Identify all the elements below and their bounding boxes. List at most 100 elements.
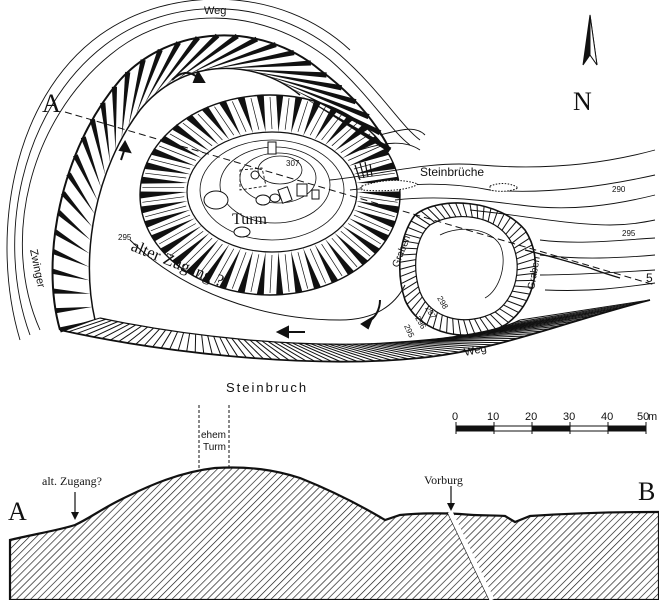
hachure-mark bbox=[237, 96, 254, 134]
hachure-mark bbox=[501, 217, 511, 231]
southern-hachures bbox=[59, 299, 651, 363]
hachure-mark bbox=[516, 272, 536, 276]
hachure-mark bbox=[143, 41, 181, 106]
hachure-mark bbox=[93, 322, 124, 338]
hachure-mark bbox=[80, 136, 102, 189]
hachure-mark bbox=[342, 135, 380, 159]
elev-295-right-label: 295 bbox=[622, 229, 636, 238]
hachure-mark bbox=[389, 342, 469, 352]
hachure-mark bbox=[492, 210, 499, 225]
hachure-mark bbox=[150, 214, 191, 232]
hachure-mark bbox=[265, 75, 357, 105]
hachure-mark bbox=[425, 337, 519, 341]
hachure-mark bbox=[353, 162, 395, 175]
hachure-mark bbox=[321, 113, 343, 141]
hachure-mark bbox=[199, 42, 277, 72]
scale-tick-10: 10 bbox=[487, 411, 499, 423]
elev-290-label: 290 bbox=[612, 185, 626, 194]
hachure-mark bbox=[508, 225, 523, 239]
hachure-mark bbox=[237, 338, 256, 359]
hachure-mark bbox=[145, 172, 187, 179]
hachure-mark bbox=[321, 243, 343, 277]
hachure-mark bbox=[415, 301, 426, 317]
hachure-mark bbox=[508, 303, 634, 326]
vorburg-ring-inner bbox=[415, 216, 518, 321]
vorburg-ring-outer bbox=[399, 202, 537, 336]
quarry-patches bbox=[361, 179, 519, 192]
hachure-mark bbox=[160, 225, 202, 255]
hachure-mark bbox=[514, 285, 533, 288]
hachure-mark bbox=[279, 341, 316, 362]
hachure-mark bbox=[158, 223, 196, 245]
hachure-mark bbox=[150, 158, 191, 170]
hachure-mark bbox=[512, 290, 530, 295]
hachure-mark bbox=[100, 102, 111, 164]
hachure-mark bbox=[316, 343, 367, 362]
hachure-mark bbox=[324, 238, 354, 276]
hachure-mark bbox=[357, 205, 395, 218]
hachure-mark bbox=[364, 343, 435, 357]
hachure-mark bbox=[513, 237, 530, 249]
hachure-mark bbox=[517, 258, 536, 265]
hachure-mark bbox=[225, 337, 239, 358]
tower-outline bbox=[239, 167, 267, 191]
hachure-mark bbox=[407, 340, 494, 346]
hachure-mark bbox=[357, 191, 401, 199]
hachure-mark bbox=[489, 313, 503, 327]
hachure-mark bbox=[331, 122, 358, 147]
hachure-mark bbox=[476, 204, 479, 219]
hachure-mark bbox=[499, 308, 515, 319]
hachure-mark bbox=[52, 249, 90, 268]
hachure-mark bbox=[219, 100, 241, 137]
hachure-mark bbox=[151, 218, 196, 242]
hachure-mark bbox=[145, 205, 187, 218]
hachure-mark bbox=[256, 251, 266, 296]
hachure-mark bbox=[172, 232, 210, 266]
core-contours bbox=[199, 139, 345, 241]
hachure-mark bbox=[353, 214, 390, 232]
scale-tick-50: 50 bbox=[637, 411, 649, 423]
hachure-mark bbox=[401, 247, 418, 250]
scale-unit: m bbox=[648, 411, 657, 423]
hachure-mark bbox=[139, 191, 187, 199]
section-end-plan-label: 5 bbox=[646, 271, 653, 285]
hachure-mark bbox=[76, 319, 113, 335]
hachure-mark bbox=[159, 145, 196, 161]
outer-contours bbox=[6, 0, 421, 341]
profile-turm-label: Turm bbox=[203, 442, 226, 453]
hachure-mark bbox=[309, 106, 326, 136]
hachure-mark bbox=[151, 148, 196, 166]
hachure-mark bbox=[448, 203, 457, 218]
profile-break-edge bbox=[446, 511, 490, 600]
hachure-mark bbox=[399, 259, 416, 263]
eastern-contours bbox=[329, 128, 656, 291]
hachure-mark bbox=[463, 319, 469, 336]
weg-top-label: Weg bbox=[204, 5, 226, 17]
hachure-mark bbox=[359, 196, 398, 203]
hachure-mark bbox=[101, 323, 130, 339]
profile-a-label: A bbox=[8, 497, 27, 526]
hachure-mark bbox=[169, 133, 204, 154]
hachure-mark bbox=[410, 296, 423, 311]
steinbrueche-label: Steinbrüche bbox=[420, 165, 484, 179]
hachure-mark bbox=[452, 318, 455, 335]
hachure-mark bbox=[502, 306, 626, 328]
hachure-mark bbox=[202, 243, 230, 284]
hachure-mark bbox=[186, 114, 220, 146]
hachure-mark bbox=[303, 247, 321, 290]
hachure-mark bbox=[231, 252, 247, 289]
hachure-mark bbox=[243, 339, 264, 360]
section-line bbox=[64, 111, 656, 286]
hachure-mark bbox=[440, 204, 451, 218]
hachure-mark bbox=[269, 254, 273, 294]
hachure-mark bbox=[290, 250, 303, 294]
hachure-mark bbox=[334, 232, 368, 266]
hachure-mark bbox=[273, 341, 307, 362]
hachure-mark bbox=[237, 250, 254, 294]
hachure-mark bbox=[324, 114, 354, 146]
hachure-mark bbox=[140, 200, 188, 214]
section-a-plan-label: A bbox=[42, 89, 61, 118]
hachure-mark bbox=[72, 154, 98, 202]
hachure-mark bbox=[485, 313, 601, 332]
